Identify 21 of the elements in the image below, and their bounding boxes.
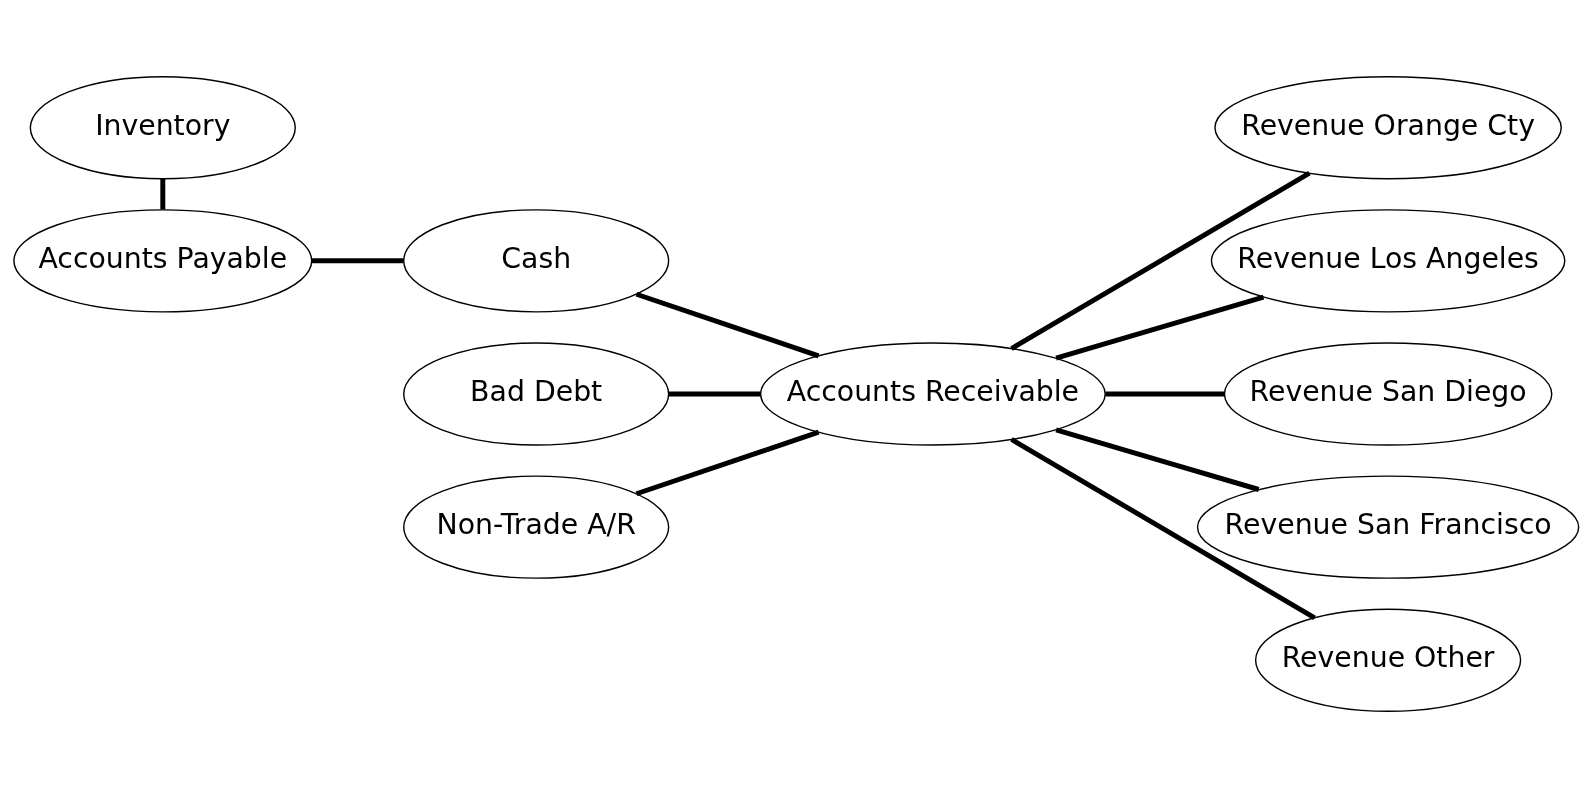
- connector: [1055, 427, 1260, 492]
- connector: [635, 291, 820, 359]
- connector: [311, 258, 404, 264]
- connector: [1055, 294, 1265, 361]
- connector: [160, 178, 166, 210]
- connector: [1010, 437, 1316, 621]
- node-ellipse: Accounts Payable: [13, 209, 313, 313]
- node-ellipse: Revenue San Francisco: [1196, 475, 1580, 579]
- node-ellipse: Inventory: [29, 75, 296, 180]
- node-ellipse: Revenue Orange Cty: [1214, 75, 1562, 180]
- connector: [668, 391, 761, 397]
- connector: [635, 429, 820, 497]
- connector: [1105, 391, 1225, 397]
- connector: [1010, 171, 1311, 351]
- node-ellipse: Revenue Los Angeles: [1210, 209, 1566, 313]
- node-ellipse: Cash: [403, 209, 670, 313]
- node-ellipse: Revenue San Diego: [1223, 342, 1553, 446]
- node-ellipse: Bad Debt: [403, 342, 670, 446]
- node-ellipse: Accounts Receivable: [759, 342, 1106, 446]
- node-ellipse: Revenue Other: [1254, 608, 1522, 713]
- node-ellipse: Non-Trade A/R: [403, 475, 670, 579]
